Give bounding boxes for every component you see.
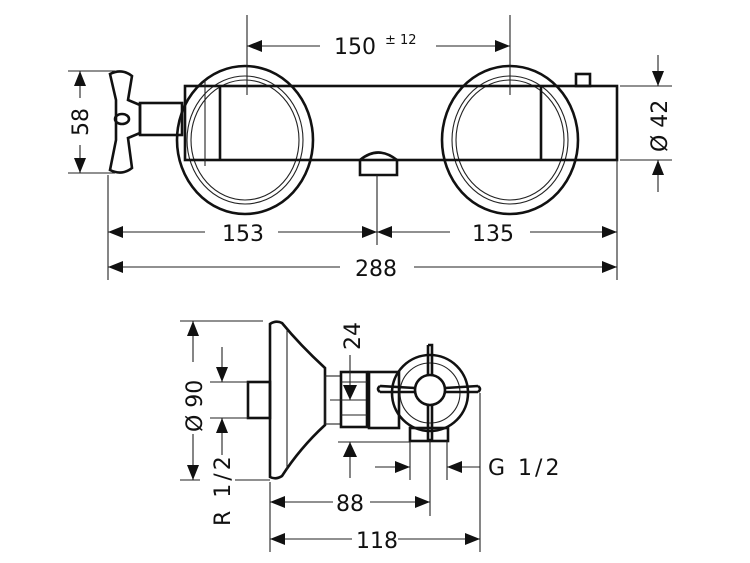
dimension-lines-top: [68, 15, 672, 280]
dim-spout-to-right-label: 135: [472, 222, 514, 247]
dim-handle-height-label: 58: [69, 108, 94, 136]
top-view: 150 ± 12 58 Ø 42 153 135 288: [68, 15, 673, 282]
dim-body-diameter-label: Ø 42: [648, 100, 673, 152]
dim-depth-outlet-label: 88: [336, 492, 364, 517]
dim-left-to-spout-label: 153: [222, 222, 264, 247]
dim-total-length-label: 288: [355, 257, 397, 282]
dim-total-depth-label: 118: [356, 529, 398, 554]
dim-spacing-label: 150: [334, 35, 376, 60]
mixer-body: [183, 72, 619, 177]
side-escutcheon: [246, 320, 327, 480]
dim-inlet-thread-label: R 1/2: [211, 453, 236, 526]
dim-outlet-thread-label: G 1/2: [488, 456, 562, 481]
dimension-lines-side: [180, 320, 481, 552]
dim-nut-label: 24: [341, 322, 366, 350]
cross-handle: [108, 70, 184, 174]
left-escutcheon: [175, 64, 315, 216]
side-cross-handle: [376, 343, 482, 442]
side-view: Ø 90 R 1/2 24 G 1/2 88 118: [180, 320, 562, 554]
dim-spacing-tolerance: ± 12: [385, 33, 417, 48]
dim-escutcheon-diameter-label: Ø 90: [183, 380, 208, 432]
